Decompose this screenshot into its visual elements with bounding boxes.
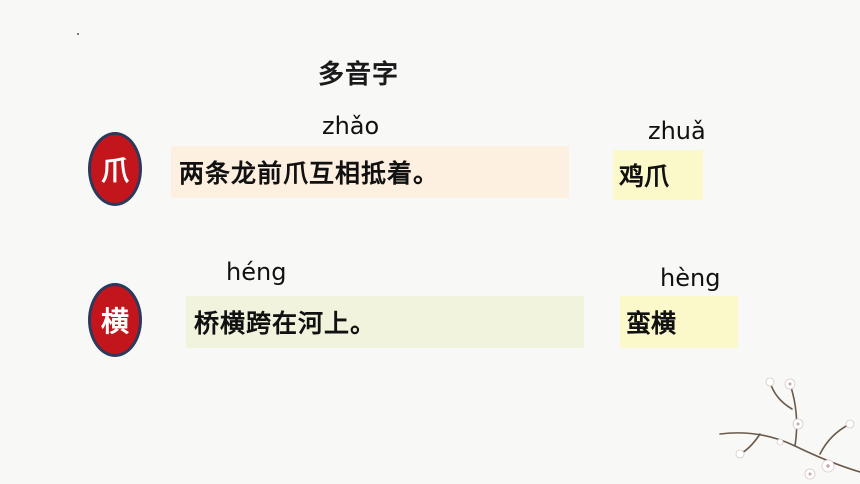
- slide-title: 多音字: [318, 60, 400, 90]
- decorative-dot: [77, 33, 79, 35]
- char-badge-heng: 横: [88, 283, 142, 357]
- pinyin-word-1: zhuǎ: [648, 117, 706, 145]
- word-box-2: 蛮横: [620, 296, 738, 348]
- sentence-box-1: 两条龙前爪互相抵着。: [171, 146, 569, 198]
- char-badge-zhua: 爪: [88, 132, 142, 206]
- plum-blossom-branch-icon: [719, 377, 860, 480]
- sentence-box-2: 桥横跨在河上。: [186, 296, 584, 348]
- pinyin-word-2: hèng: [660, 264, 721, 292]
- pinyin-sentence-1: zhǎo: [322, 112, 380, 140]
- word-text-1: 鸡爪: [619, 162, 670, 191]
- pinyin-sentence-2: héng: [226, 258, 287, 286]
- sentence-text-1: 两条龙前爪互相抵着。: [179, 159, 440, 188]
- word-box-1: 鸡爪: [613, 150, 703, 200]
- sentence-text-2: 桥横跨在河上。: [194, 309, 377, 338]
- word-text-2: 蛮横: [626, 309, 677, 338]
